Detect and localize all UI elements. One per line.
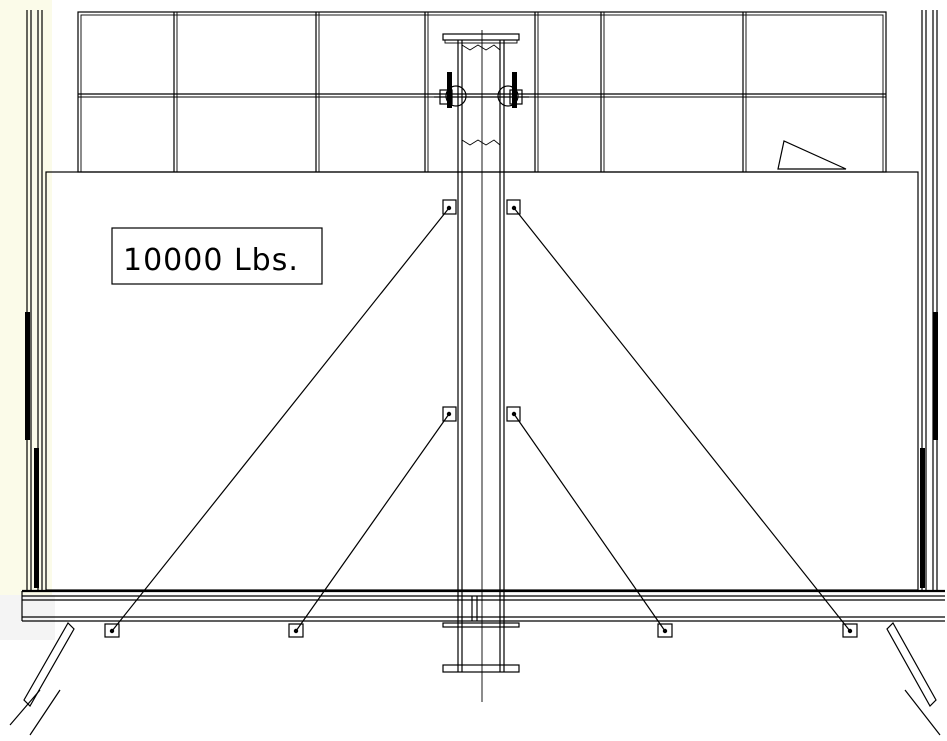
right-bottom-leg	[886, 622, 941, 736]
left-bottom-leg	[9, 622, 75, 736]
load-capacity-label: 10000 Lbs.	[123, 243, 299, 278]
left-tint-strip	[0, 0, 52, 600]
central-mast	[434, 30, 529, 702]
right-side-rail	[920, 10, 938, 590]
rigging-lines	[111, 207, 851, 632]
left-side-rail	[25, 10, 43, 590]
rigging-anchors	[104, 199, 858, 638]
load-label-box: 10000 Lbs.	[111, 227, 323, 285]
deck-beam	[21, 589, 945, 622]
